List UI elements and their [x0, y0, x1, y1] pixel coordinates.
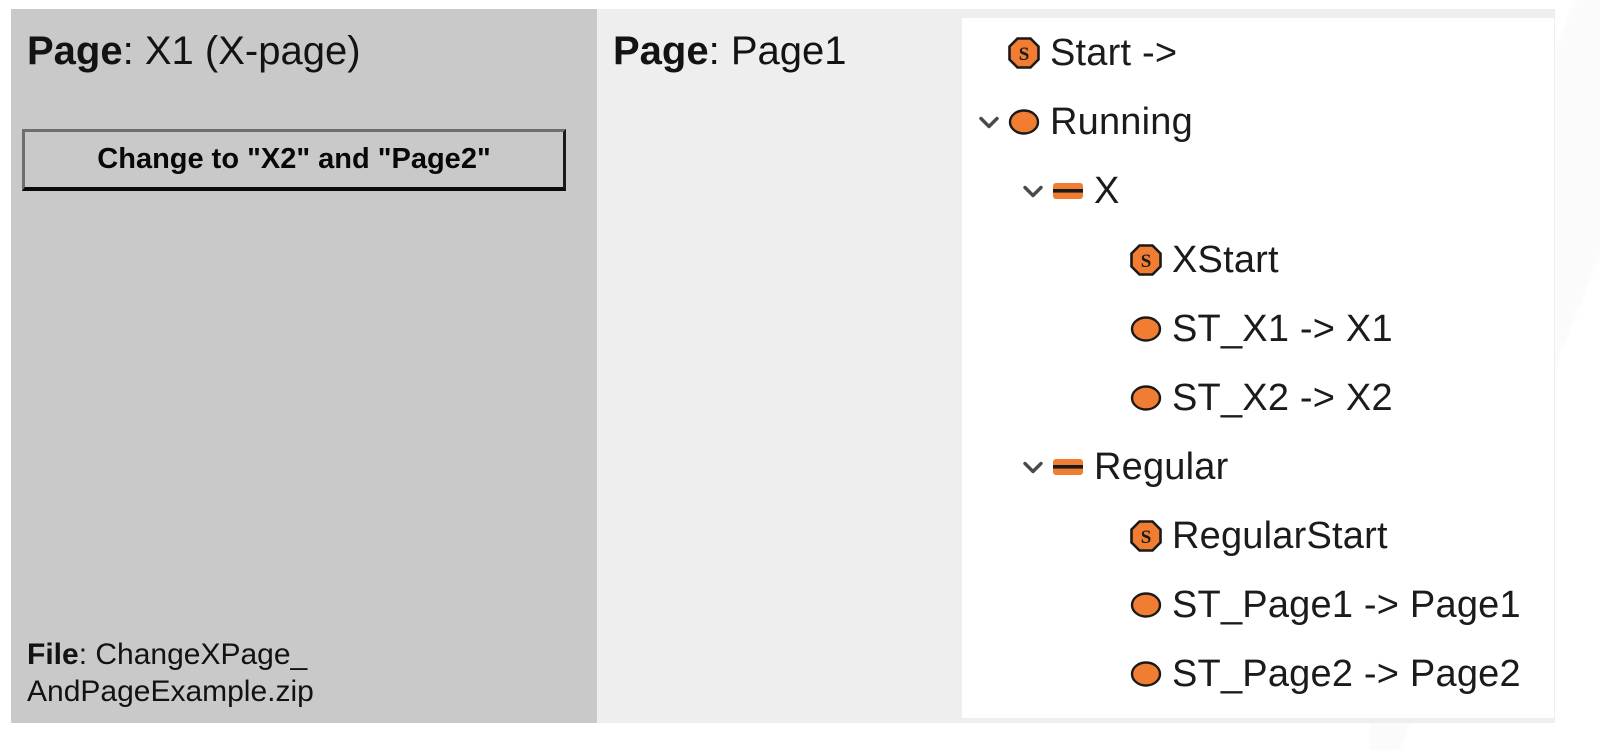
group-bar-icon	[1050, 449, 1086, 485]
left-page-title-separator: :	[122, 29, 145, 73]
mid-page-title-value: Page1	[730, 29, 847, 73]
tree-row[interactable]: ST_Page1 -> Page1	[962, 570, 1554, 639]
svg-text:S: S	[1019, 44, 1030, 65]
tree-row[interactable]: ST_X1 -> X1	[962, 294, 1554, 363]
tree-row[interactable]: S Start ->	[962, 18, 1554, 87]
mid-page-title-separator: :	[708, 29, 731, 73]
file-separator: :	[78, 638, 96, 671]
svg-text:S: S	[1141, 527, 1152, 548]
left-page-title-label: Page	[27, 29, 123, 73]
change-to-x2-and-page2-button[interactable]: Change to "X2" and "Page2"	[22, 129, 566, 191]
state-circle-icon	[1128, 380, 1164, 416]
file-value-line1: ChangeXPage_	[95, 638, 308, 671]
tree-item-label: ST_X1 -> X1	[1172, 307, 1393, 350]
state-circle-icon	[1128, 311, 1164, 347]
tree-item-label: ST_Page1 -> Page1	[1172, 583, 1521, 626]
chevron-down-icon[interactable]	[1016, 450, 1050, 484]
start-octagon-icon: S	[1128, 518, 1164, 554]
tree-item-label: Regular	[1094, 445, 1229, 488]
state-circle-icon	[1128, 587, 1164, 623]
mid-page-title-label: Page	[613, 29, 709, 73]
tree-row[interactable]: S RegularStart	[962, 501, 1554, 570]
start-octagon-icon: S	[1128, 242, 1164, 278]
tree-item-label: Running	[1050, 100, 1193, 143]
file-label: File	[27, 638, 79, 671]
chevron-down-icon[interactable]	[1016, 174, 1050, 208]
left-page-title-value: X1 (X-page)	[144, 29, 361, 73]
x-page-panel: Page: X1 (X-page) Change to "X2" and "Pa…	[11, 9, 597, 723]
tree-item-label: X	[1094, 169, 1120, 212]
tree-item-label: Start ->	[1050, 31, 1178, 74]
mid-page-title: Page: Page1	[613, 31, 847, 71]
start-octagon-icon: S	[1006, 35, 1042, 71]
file-name-text: File: ChangeXPage_ AndPageExample.zip	[27, 637, 314, 710]
tree-item-label: RegularStart	[1172, 514, 1388, 557]
tree-row[interactable]: ST_X2 -> X2	[962, 363, 1554, 432]
tree-item-label: XStart	[1172, 238, 1279, 281]
tree-row[interactable]: Regular	[962, 432, 1554, 501]
tree-row[interactable]: S XStart	[962, 225, 1554, 294]
tree-item-label: ST_X2 -> X2	[1172, 376, 1393, 419]
left-page-title: Page: X1 (X-page)	[27, 31, 361, 71]
file-value-line2: AndPageExample.zip	[27, 674, 314, 708]
tree-row[interactable]: ST_Page2 -> Page2	[962, 639, 1554, 708]
state-circle-icon	[1128, 656, 1164, 692]
tree-row[interactable]: Running	[962, 87, 1554, 156]
chevron-down-icon[interactable]	[972, 105, 1006, 139]
tree-row[interactable]: X	[962, 156, 1554, 225]
svg-text:S: S	[1141, 251, 1152, 272]
group-bar-icon	[1050, 173, 1086, 209]
state-circle-icon	[1006, 104, 1042, 140]
tree-item-label: ST_Page2 -> Page2	[1172, 652, 1521, 695]
